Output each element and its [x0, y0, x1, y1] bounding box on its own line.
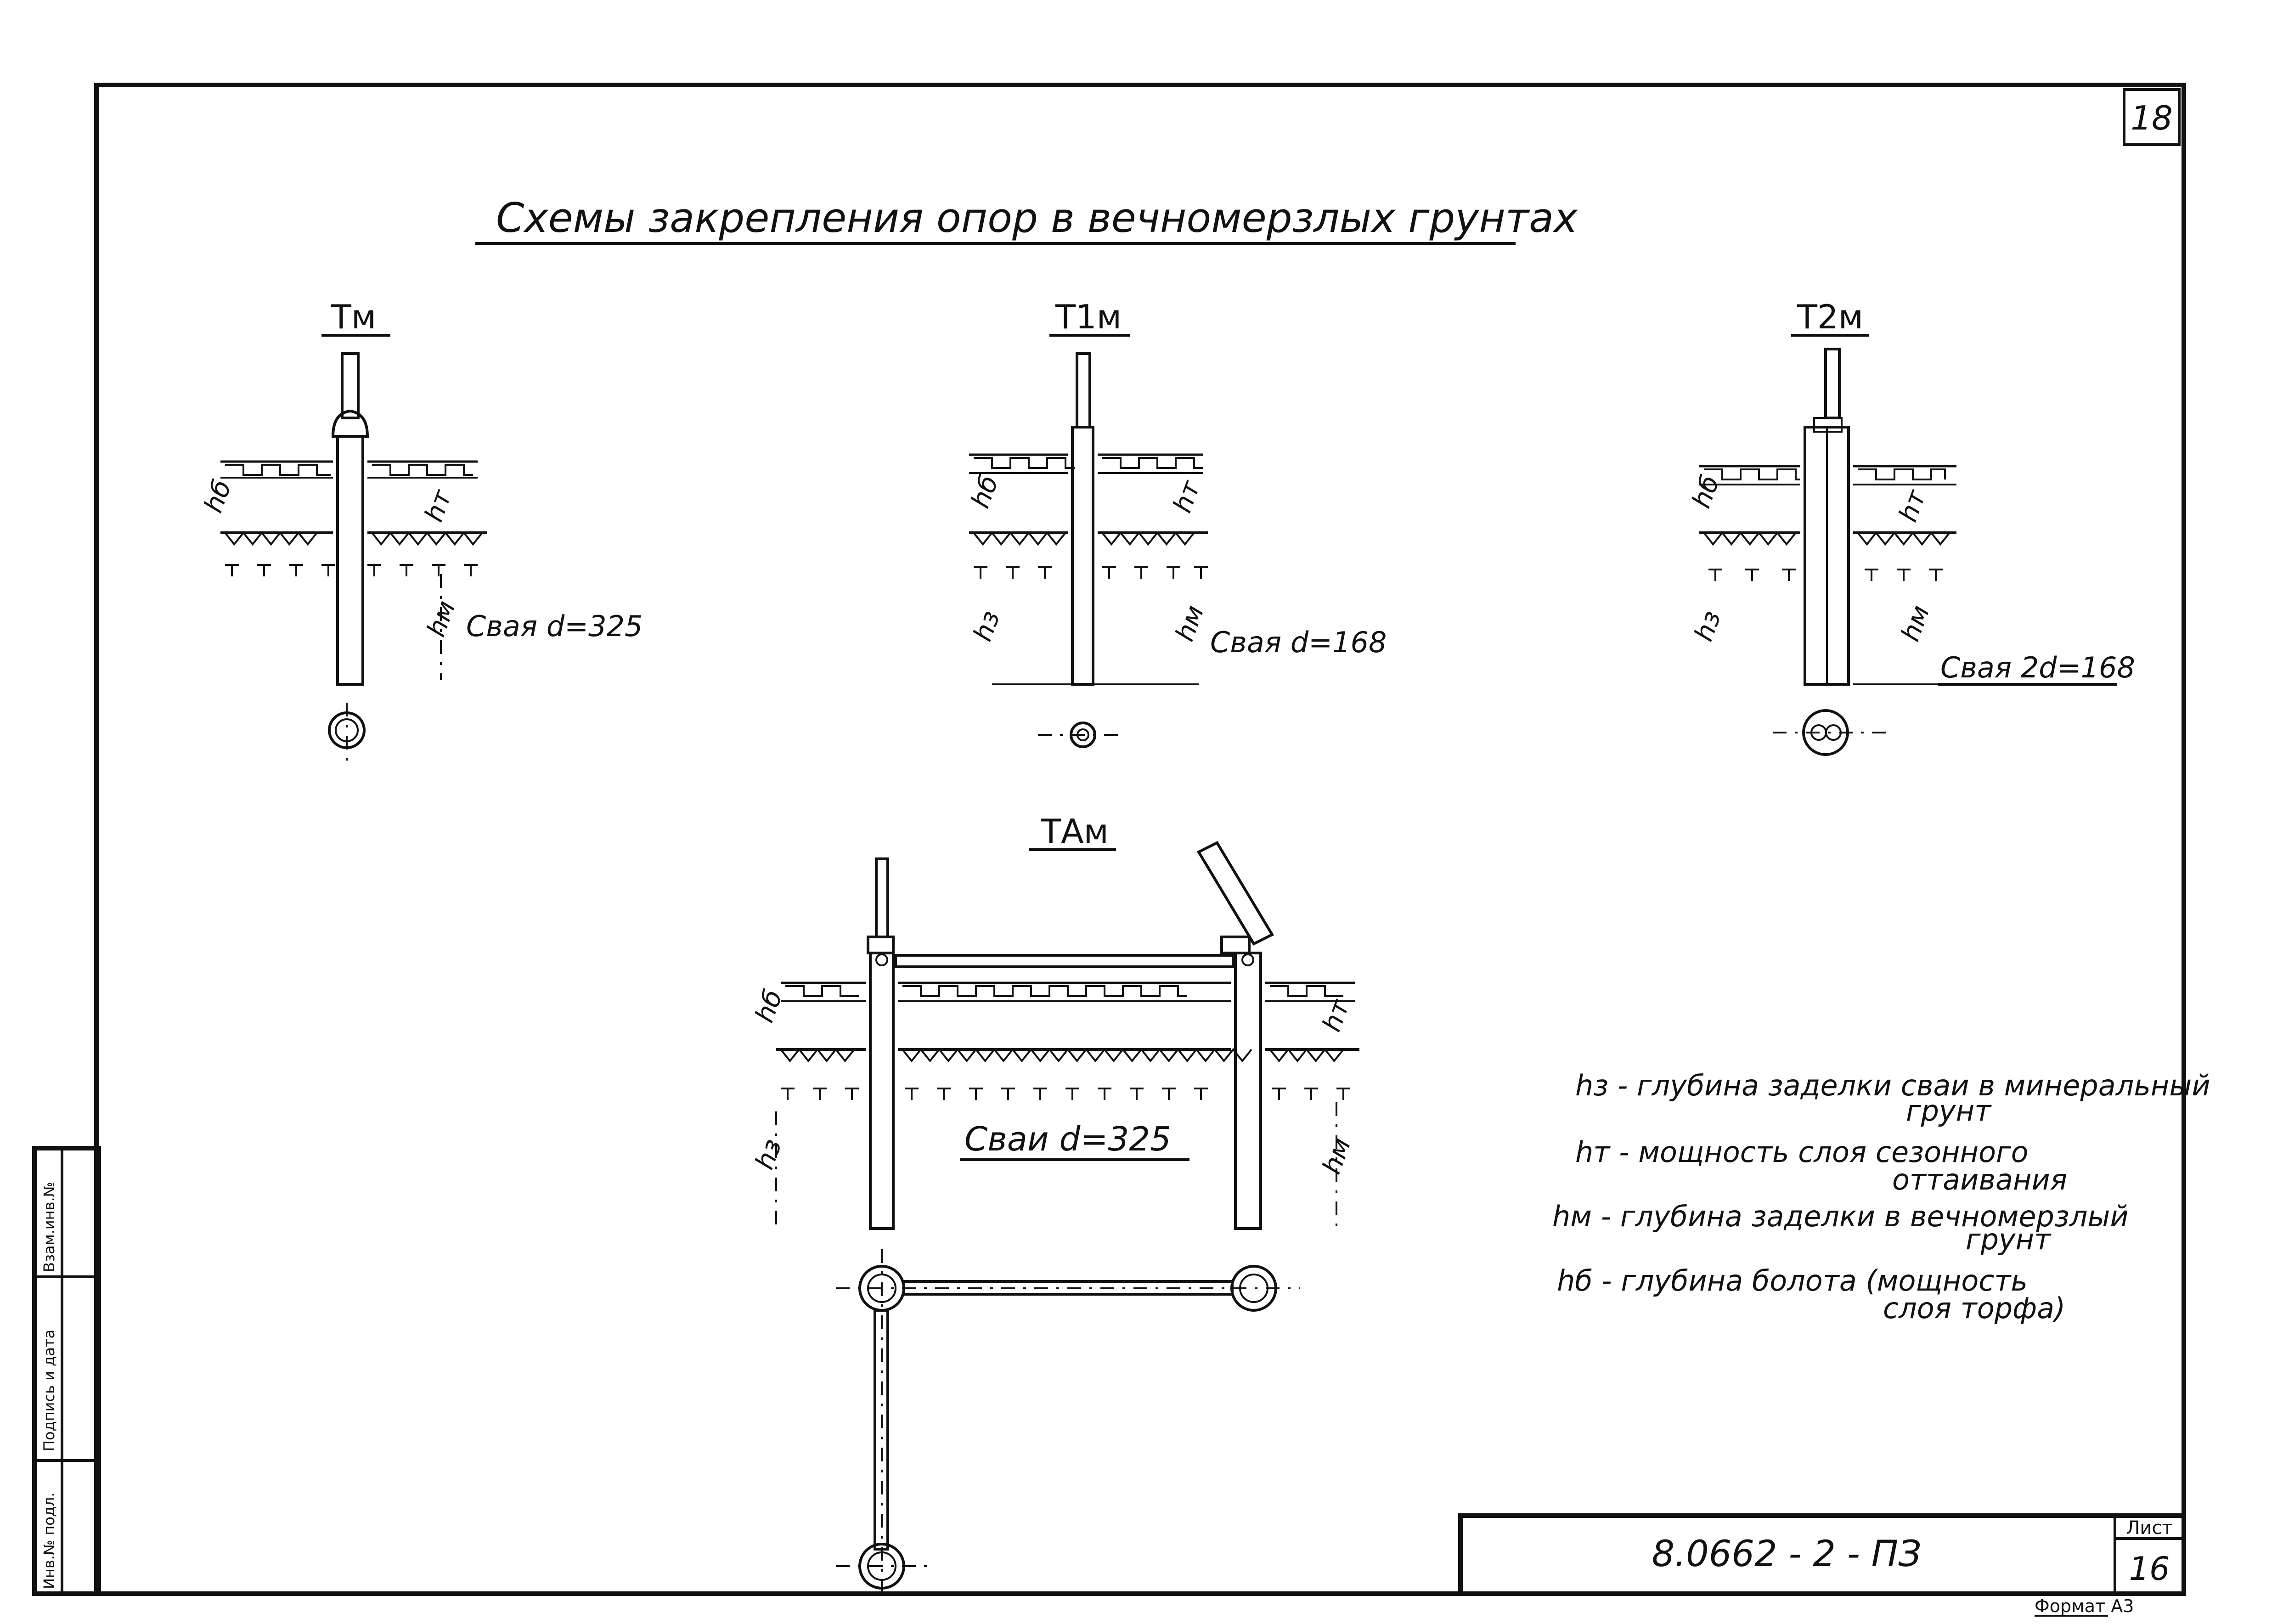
scheme-tam-label: ТАм [1040, 812, 1109, 851]
svg-text:hм: hм [421, 597, 462, 640]
pile-tm [336, 435, 364, 686]
cross-beam [894, 954, 1235, 968]
pile-note-tam: Сваи d=325 [964, 1120, 1171, 1158]
side-stamp-inv: Инв.№ подл. [40, 1492, 58, 1589]
sheet-frame [94, 83, 2186, 1596]
title-block: 8.0662 - 2 - ПЗ Лист 16 Формат А3 [1458, 1513, 2186, 1617]
svg-text:грунт: грунт [1966, 1223, 2052, 1256]
legend-hz: hз - глубина заделки сваи в минеральный [1575, 1069, 2210, 1102]
scheme-tm-label: Тм [331, 298, 376, 336]
svg-text:hт: hт [1167, 476, 1206, 517]
svg-text:hб: hб [1686, 472, 1725, 512]
scheme-tam: ТАм hб hт hз hм Сваи d=325 [750, 812, 1359, 1598]
side-stamp: Инв.№ подл. Подпись и дата Взам.инв.№ [32, 1146, 101, 1596]
pile-tam-left [869, 952, 895, 1230]
pile-tam-right [1234, 952, 1262, 1230]
svg-text:оттаивания: оттаивания [1892, 1163, 2067, 1196]
pile-note-t2m: Свая 2d=168 [1940, 651, 2135, 684]
pile-note-t1m: Свая d=168 [1210, 626, 1387, 659]
document-code: 8.0662 - 2 - ПЗ [1652, 1534, 1922, 1575]
sheet-number-box [2123, 88, 2181, 146]
svg-text:hз: hз [750, 1135, 788, 1173]
scheme-t1m-label: Т1м [1055, 298, 1122, 336]
svg-text:hб: hб [198, 476, 237, 517]
sheet-label: Лист [2126, 1517, 2172, 1539]
scheme-t2m: Т2м hб hт hз hм Свая 2d=168 [1686, 298, 2135, 756]
page-title: Схемы закрепления опор в вечномерзлых гр… [496, 194, 1578, 242]
svg-text:грунт: грунт [1906, 1094, 1992, 1128]
pile-note-tm: Свая d=325 [466, 609, 643, 643]
legend: hз - глубина заделки сваи в минеральный … [1552, 1069, 2210, 1325]
svg-text:слоя торфа): слоя торфа) [1883, 1291, 2065, 1325]
paper-format: Формат А3 [2035, 1596, 2134, 1616]
svg-text:hт: hт [419, 485, 458, 526]
scheme-t1m: Т1м hб hт hз hм Свая d=168 [965, 298, 1387, 748]
side-stamp-vzam: Взам.инв.№ [40, 1182, 58, 1272]
svg-text:hб: hб [965, 472, 1004, 512]
svg-text:hт: hт [1893, 485, 1932, 526]
scheme-t2m-label: Т2м [1797, 298, 1863, 336]
side-stamp-sign: Подпись и дата [40, 1330, 58, 1451]
sheet-number: 18 [2131, 99, 2173, 137]
svg-text:hз: hз [1689, 607, 1727, 645]
scheme-tm: Тм hб hт hм Свая d=325 [198, 298, 643, 762]
svg-text:hм: hм [1895, 601, 1936, 645]
sheet-value: 16 [2129, 1550, 2170, 1588]
pile-t1m [1071, 426, 1094, 686]
legend-ht: hт - мощность слоя сезонного [1575, 1135, 2029, 1169]
svg-text:hз: hз [968, 607, 1006, 645]
svg-text:hб: hб [750, 986, 789, 1026]
legend-hm: hм - глубина заделки в вечномерзлый [1552, 1200, 2129, 1233]
legend-hb: hб - глубина болота (мощность [1557, 1264, 2028, 1297]
svg-text:hм: hм [1317, 1134, 1357, 1178]
svg-text:hм: hм [1170, 601, 1210, 645]
